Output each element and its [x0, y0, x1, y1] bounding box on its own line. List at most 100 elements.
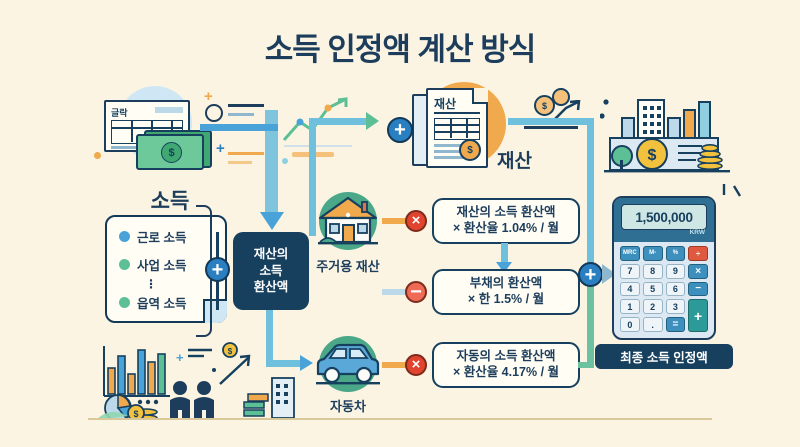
payslip-title: 글락 [111, 108, 128, 118]
conversion-to-car-horiz [266, 360, 306, 367]
car-formula-box: 자동의 소득 환산액 × 환산율 4.17% / 월 [432, 342, 580, 388]
calc-key-divide[interactable]: ÷ [688, 246, 708, 261]
asset-doc-table-col2 [466, 118, 468, 138]
debt-formula-line1: 부채의 환산액 [469, 275, 543, 290]
car-formula-line2: × 환산율 4.17% / 월 [452, 365, 560, 380]
house-multiply-badge: × [405, 210, 427, 232]
coin-icon-1: $ [534, 95, 555, 116]
calc-key-7[interactable]: 7 [620, 263, 640, 279]
house-to-formula-line [382, 218, 416, 224]
debt-formula-box: 부채의 환산액 × 한 1.5% / 월 [432, 269, 580, 315]
decor-line-3 [228, 152, 264, 155]
decor-sparkle-icon [718, 182, 744, 211]
decor-arrow-up-icon [552, 99, 582, 127]
statistics-illustration: + $ $ [96, 340, 296, 422]
calc-key-percent[interactable]: % [665, 246, 686, 261]
house-label: 주거용 재산 [316, 259, 380, 274]
house-illustration [312, 192, 384, 252]
asset-label: 재산 [497, 151, 532, 172]
calc-key-m-minus[interactable]: M- [642, 246, 663, 261]
calculator[interactable]: 1,500,000 KRW MRC M- % ÷ 7 8 9 × 4 5 6 −… [612, 196, 716, 340]
car-to-formula-line [382, 362, 416, 368]
house-formula-box: 재산의 소득 환산액 × 환산율 1.04% / 월 [432, 198, 580, 244]
asset-doc-table-col1 [450, 118, 452, 138]
car-formula-out-line [578, 362, 594, 368]
asset-coin-icon: $ [459, 139, 481, 161]
final-result-label: 최종 소득 인정액 [595, 344, 733, 369]
bottom-divider [88, 418, 712, 420]
asset-to-result-line [508, 118, 594, 125]
house-formula-line1: 재산의 소득 환산액 [456, 204, 556, 219]
asset-plus-badge: + [387, 117, 413, 143]
income-to-conversion-line [200, 124, 278, 131]
house-formula-down-line [501, 243, 508, 265]
asset-doc-table [434, 118, 480, 140]
asset-doc-corner [472, 88, 488, 104]
decor-line-2 [228, 113, 254, 116]
page-title: 소득 인정액 계산 방식 [264, 32, 537, 67]
svg-text:$: $ [228, 347, 233, 356]
car-multiply-badge: × [405, 354, 427, 376]
calc-key-subtract[interactable]: − [688, 281, 708, 297]
banknote-dollar-badge: $ [161, 142, 182, 163]
calc-key-add[interactable]: + [688, 299, 708, 332]
asset-doc-table-row2 [434, 131, 480, 133]
list-item: 근로 소득 [119, 227, 225, 246]
income-item-label: 읍역 소득 [137, 297, 187, 311]
calc-key-3[interactable]: 3 [665, 299, 686, 315]
calc-key-0[interactable]: 0 [620, 317, 640, 332]
income-dot-icon [119, 297, 130, 308]
conversion-box-line1: 재산의 [253, 246, 289, 261]
decor-dot-orange [94, 152, 101, 159]
calc-key-equals[interactable]: = [665, 317, 686, 332]
payslip-table-col1 [131, 120, 133, 142]
calculator-keypad[interactable]: MRC M- % ÷ 7 8 9 × 4 5 6 − 1 2 3 + 0 . = [620, 246, 708, 332]
calc-key-9[interactable]: 9 [665, 263, 686, 279]
asset-doc-table-row [434, 124, 480, 126]
conversion-box-line2: 소득 [259, 263, 283, 278]
search-icon [205, 104, 223, 122]
car-illustration [312, 336, 384, 394]
car-label: 자동차 [330, 399, 366, 414]
calculator-currency: KRW [689, 229, 705, 236]
coin-icon-2 [552, 88, 570, 106]
conversion-out-vert-line [309, 118, 316, 236]
conversion-inflow-arrowhead [260, 212, 284, 230]
calc-key-1[interactable]: 1 [620, 299, 640, 315]
conversion-box-line3: 환산액 [253, 280, 289, 295]
sparkle-svg [722, 184, 742, 197]
income-heading: 소득 [150, 190, 190, 213]
conversion-out-top-line [309, 118, 371, 125]
asset-document-illustration: 재산 $ [408, 80, 512, 180]
asset-doc-text-1 [434, 144, 468, 147]
calculator-display: 1,500,000 [621, 204, 707, 230]
house-svg [318, 196, 378, 245]
calc-key-8[interactable]: 8 [642, 263, 663, 279]
asset-document-title: 재산 [434, 97, 457, 111]
calc-key-5[interactable]: 5 [642, 281, 663, 297]
calc-key-2[interactable]: 2 [642, 299, 663, 315]
income-dot-icon [119, 231, 130, 242]
calc-key-multiply[interactable]: × [688, 263, 708, 279]
payslip-header-bar [155, 107, 183, 113]
income-item-label: 근로 소득 [137, 231, 187, 245]
calc-key-4[interactable]: 4 [620, 281, 640, 297]
income-plus-badge: + [205, 257, 230, 282]
car-formula-line1: 자동의 소득 환산액 [456, 348, 556, 363]
debt-formula-line2: × 한 1.5% / 월 [467, 292, 545, 307]
conversion-out-top-arrowhead [366, 112, 379, 130]
car-svg [316, 343, 380, 385]
income-ellipsis: ⋮ [145, 277, 158, 291]
decor-underline-asset [524, 126, 578, 129]
house-formula-line2: × 환산율 1.04% / 월 [452, 221, 560, 236]
decor-plus-orange-icon: + [204, 88, 213, 105]
conversion-to-car-arrowhead [300, 355, 313, 371]
statistics-svg: + $ $ [96, 342, 295, 422]
calc-key-6[interactable]: 6 [665, 281, 686, 297]
calc-key-decimal[interactable]: . [642, 317, 663, 332]
calc-key-mrc[interactable]: MRC [620, 246, 640, 261]
payslip-illustration: 글락 $ [94, 86, 212, 170]
payslip-footer-text [111, 146, 149, 149]
city-svg: $ [599, 99, 730, 173]
